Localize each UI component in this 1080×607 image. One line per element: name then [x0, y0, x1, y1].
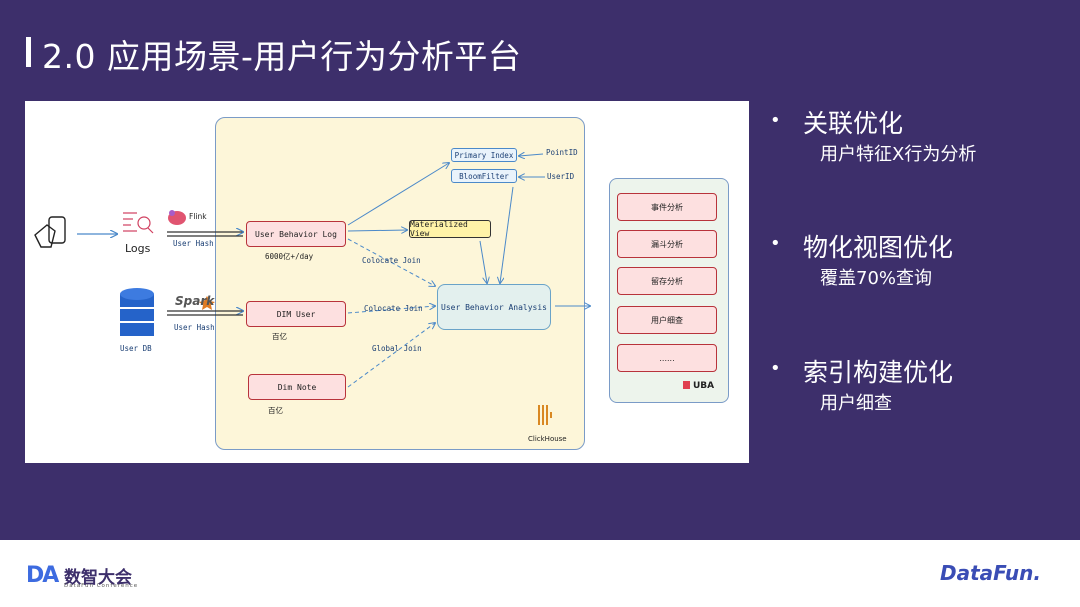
da-conference-name: 数智大会	[64, 568, 132, 588]
uba-logo-icon	[683, 381, 690, 389]
slide-title: 2.0 应用场景-用户行为分析平台	[42, 37, 522, 76]
database-icon	[120, 288, 154, 336]
colocate-join-label-1: Colocate Join	[362, 256, 421, 265]
user-behavior-log-node: User Behavior Log	[246, 221, 346, 247]
dim-note-volume-label: 百亿	[268, 406, 283, 415]
da-conference-subtitle: DataFun Conference	[64, 583, 139, 589]
bullet-sub-1: 用户特征X行为分析	[820, 144, 977, 165]
bullet-sub-3: 用户细查	[820, 393, 892, 414]
bullet-main-2: 物化视图优化	[803, 233, 954, 262]
flink-label: Flink	[189, 212, 207, 221]
colocate-join-label-2: Colocate Join	[364, 304, 423, 313]
uba-item-retention: 留存分析	[617, 267, 717, 295]
footer-bar	[0, 540, 1080, 607]
uba-item-event: 事件分析	[617, 193, 717, 221]
da-logo: DA	[26, 563, 59, 588]
flink-icon	[168, 210, 186, 225]
datafun-logo: DataFun.	[940, 561, 1041, 585]
dim-note-node: Dim Note	[248, 374, 346, 400]
materialized-view-node: Materialized View	[409, 220, 491, 238]
dim-user-volume-label: 百亿	[272, 332, 287, 341]
architecture-diagram: Logs Flink User Hash Spark User Hash Use…	[25, 101, 749, 463]
user-hash-label-1: User Hash	[173, 239, 214, 248]
title-accent-bar	[26, 37, 31, 67]
point-id-label: PointID	[546, 148, 578, 157]
dim-user-node: DIM User	[246, 301, 346, 327]
ubl-volume-label: 6000亿+/day	[265, 252, 314, 261]
uba-item-funnel: 漏斗分析	[617, 230, 717, 258]
primary-index-node: Primary Index	[451, 148, 517, 162]
bullet-dot: •	[770, 358, 781, 379]
user-hash-label-2: User Hash	[174, 323, 215, 332]
clickhouse-logo-icon	[538, 405, 554, 425]
uba-logo-text: UBA	[693, 381, 715, 391]
global-join-label: Global Join	[372, 344, 422, 353]
user-behavior-analysis-node: User Behavior Analysis	[437, 284, 551, 330]
phone-hand-icon	[34, 216, 66, 248]
bullet-main-3: 索引构建优化	[803, 358, 954, 387]
spark-label: Spark	[175, 294, 215, 308]
user-id-label: UserID	[547, 172, 575, 181]
bullet-main-1: 关联优化	[803, 109, 904, 138]
diagram-connectors	[34, 101, 749, 388]
uba-logo: UBA	[683, 381, 714, 391]
logs-search-icon	[123, 212, 154, 234]
bullet-sub-2: 覆盖70%查询	[820, 268, 933, 289]
logs-label: Logs	[125, 242, 151, 255]
clickhouse-label: ClickHouse	[528, 435, 567, 443]
uba-item-user-detail: 用户细查	[617, 306, 717, 334]
uba-item-more: ......	[617, 344, 717, 372]
bloom-filter-node: BloomFilter	[451, 169, 517, 183]
user-db-label: User DB	[120, 344, 152, 353]
bullet-dot: •	[770, 233, 781, 254]
spark-star-icon	[199, 296, 215, 310]
bullet-dot: •	[770, 110, 781, 131]
